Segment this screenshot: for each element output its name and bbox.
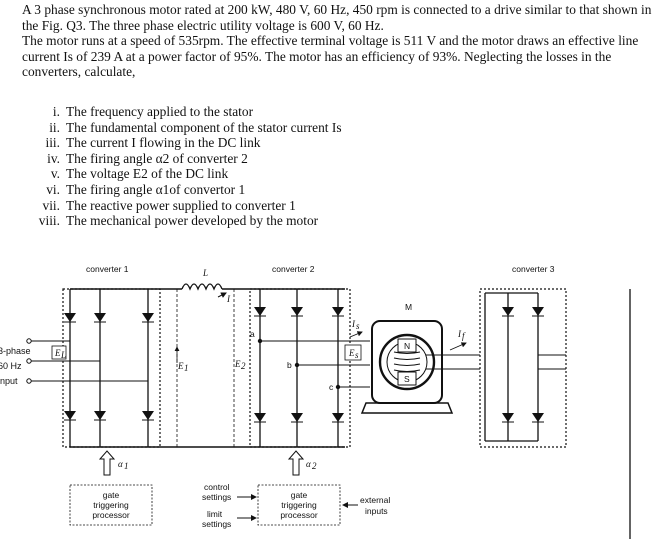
es-sub: s [355, 350, 359, 360]
question-number: ii. [49, 119, 60, 135]
gate2-line3: processor [280, 510, 317, 520]
gate1-line1: gate [103, 490, 120, 500]
input-freq-label: 60 Hz [0, 361, 22, 371]
source-voltage-label: E [54, 348, 61, 358]
question-number: iii. [45, 135, 60, 151]
source-voltage-sub: L [60, 350, 66, 360]
question-text: The voltage E2 of the DC link [66, 166, 229, 182]
problem-statement: A 3 phase synchronous motor rated at 200… [22, 2, 652, 80]
inductor-label: L [202, 268, 208, 278]
question-item: i. The frequency applied to the stator [22, 104, 342, 120]
if-sub: f [462, 331, 466, 341]
node-b-label: b [287, 360, 292, 370]
drive-circuit-diagram: converter 1 E L 3-phase 60 Hz input L [0, 264, 631, 539]
e2-label: E [234, 359, 241, 369]
input-phase-label: 3-phase [0, 346, 31, 356]
question-item: v. The voltage E2 of the DC link [22, 166, 342, 182]
question-text: The fundamental component of the stator … [66, 119, 342, 135]
converter-2-label: converter 2 [272, 264, 315, 274]
dc-link: L I E 1 E 2 [160, 268, 250, 448]
external-label-1: external [360, 495, 390, 505]
question-item: vi. The firing angle α1of convertor 1 [22, 182, 342, 198]
question-item: ii. The fundamental component of the stat… [22, 119, 342, 136]
es-label: E [348, 348, 355, 358]
external-label-2: inputs [365, 506, 388, 516]
e2-sub: 2 [241, 361, 246, 371]
is-sub: s [356, 321, 360, 331]
problem-paragraph-1: A 3 phase synchronous motor rated at 200… [22, 2, 652, 33]
alpha2-sub: 2 [312, 461, 317, 471]
converter-2: converter 2 a b c [249, 264, 370, 448]
inductor-icon [181, 283, 223, 291]
e1-label: E [177, 361, 184, 371]
gate2-line1: gate [291, 490, 308, 500]
question-text: The current I flowing in the DC link [66, 135, 261, 151]
alpha2-label: α [306, 459, 311, 469]
converter-3: converter 3 [479, 264, 631, 539]
question-text: The reactive power supplied to converter… [66, 197, 296, 213]
synchronous-motor: M N S [360, 302, 480, 414]
node-a-label: a [250, 329, 255, 339]
converter-1: converter 1 E L [26, 264, 161, 448]
gate-processor-1: α 1 gate triggering processor [69, 450, 153, 526]
question-number: i. [52, 104, 60, 119]
question-number: vii. [42, 197, 60, 213]
e1-sub: 1 [184, 363, 189, 373]
pole-s-label: S [404, 374, 410, 384]
limit-label-2: settings [202, 519, 231, 529]
input-label: input [0, 376, 18, 386]
pole-n-label: N [404, 341, 410, 351]
question-text: The firing angle α2 of converter 2 [66, 150, 248, 166]
question-item: viii. The mechanical power developed by t… [22, 213, 342, 229]
problem-paragraph-2: The motor runs at a speed of 535rpm. The… [22, 33, 639, 80]
question-number: viii. [38, 213, 60, 229]
limit-label-1: limit [207, 509, 223, 519]
alpha1-sub: 1 [124, 461, 129, 471]
is-label: I [351, 319, 356, 329]
motor-label: M [405, 302, 412, 312]
control-label-1: control [204, 482, 230, 492]
question-text: The frequency applied to the stator [66, 104, 254, 119]
question-item: iii. The current I flowing in the DC link [22, 135, 342, 151]
question-number: vi. [46, 181, 60, 197]
gate1-line2: triggering [93, 500, 129, 510]
control-label-2: settings [202, 492, 231, 502]
alpha1-label: α [118, 459, 123, 469]
node-c-label: c [329, 382, 334, 392]
if-label: I [457, 329, 462, 339]
converter-3-label: converter 3 [512, 264, 555, 274]
question-item: vii. The reactive power supplied to conve… [22, 198, 342, 214]
question-number: v. [50, 166, 60, 182]
question-number: iv. [47, 150, 60, 166]
question-text: The firing angle α1of convertor 1 [66, 181, 246, 197]
question-text: The mechanical power developed by the mo… [66, 213, 319, 229]
converter-1-label: converter 1 [86, 264, 129, 274]
question-item: iv. The firing angle α2 of converter 2 [22, 151, 342, 167]
link-current-label: I [226, 294, 231, 304]
gate2-line2: triggering [281, 500, 317, 510]
gate-processor-2: α 2 gate triggering processor [257, 450, 341, 526]
gate1-line3: processor [92, 510, 129, 520]
